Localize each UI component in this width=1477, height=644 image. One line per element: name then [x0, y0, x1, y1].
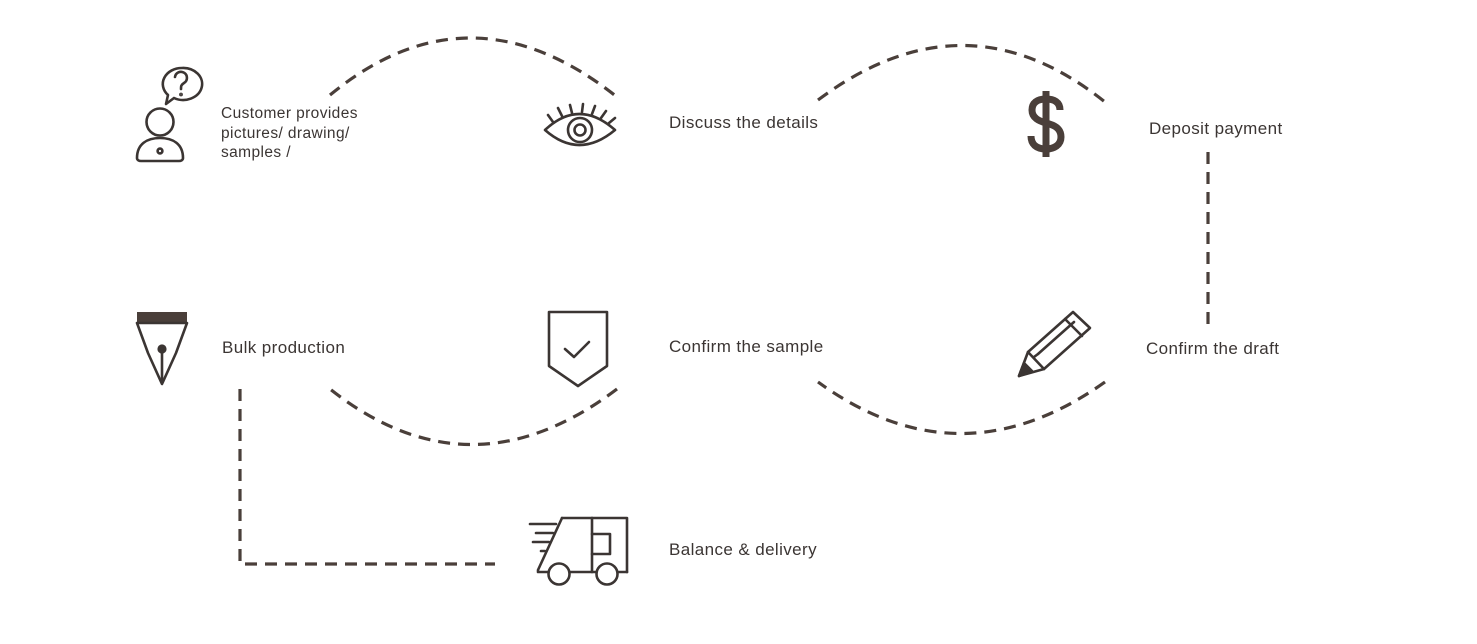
step-label-customer-line-3: samples /	[221, 144, 291, 161]
line-bulk-to-delivery	[238, 389, 495, 566]
arc-customer-to-discuss	[328, 36, 618, 99]
pencil-icon	[1017, 310, 1092, 378]
eye-icon	[543, 102, 617, 147]
step-label-discuss: Discuss the details	[669, 113, 819, 132]
step-label-draft: Confirm the draft	[1146, 339, 1280, 358]
step-label-customer-line-1: Customer provides	[221, 105, 358, 122]
arc-sample-to-bulk	[329, 387, 618, 446]
step-label-customer: Customer provides pictures/ drawing/ sam…	[221, 104, 358, 163]
step-label-delivery: Balance & delivery	[669, 540, 817, 559]
fountain-pen-icon	[135, 312, 189, 386]
arc-discuss-to-deposit	[817, 44, 1106, 104]
customer-question-icon	[135, 66, 204, 163]
delivery-truck-icon	[528, 516, 629, 586]
step-label-customer-line-2: pictures/ drawing/	[221, 124, 350, 142]
step-label-bulk: Bulk production	[222, 338, 346, 357]
arc-draft-to-sample	[817, 380, 1106, 435]
dollar-icon	[1027, 91, 1065, 157]
step-label-sample: Confirm the sample	[669, 337, 824, 356]
shield-check-icon	[547, 310, 609, 388]
step-label-deposit: Deposit payment	[1149, 119, 1283, 138]
